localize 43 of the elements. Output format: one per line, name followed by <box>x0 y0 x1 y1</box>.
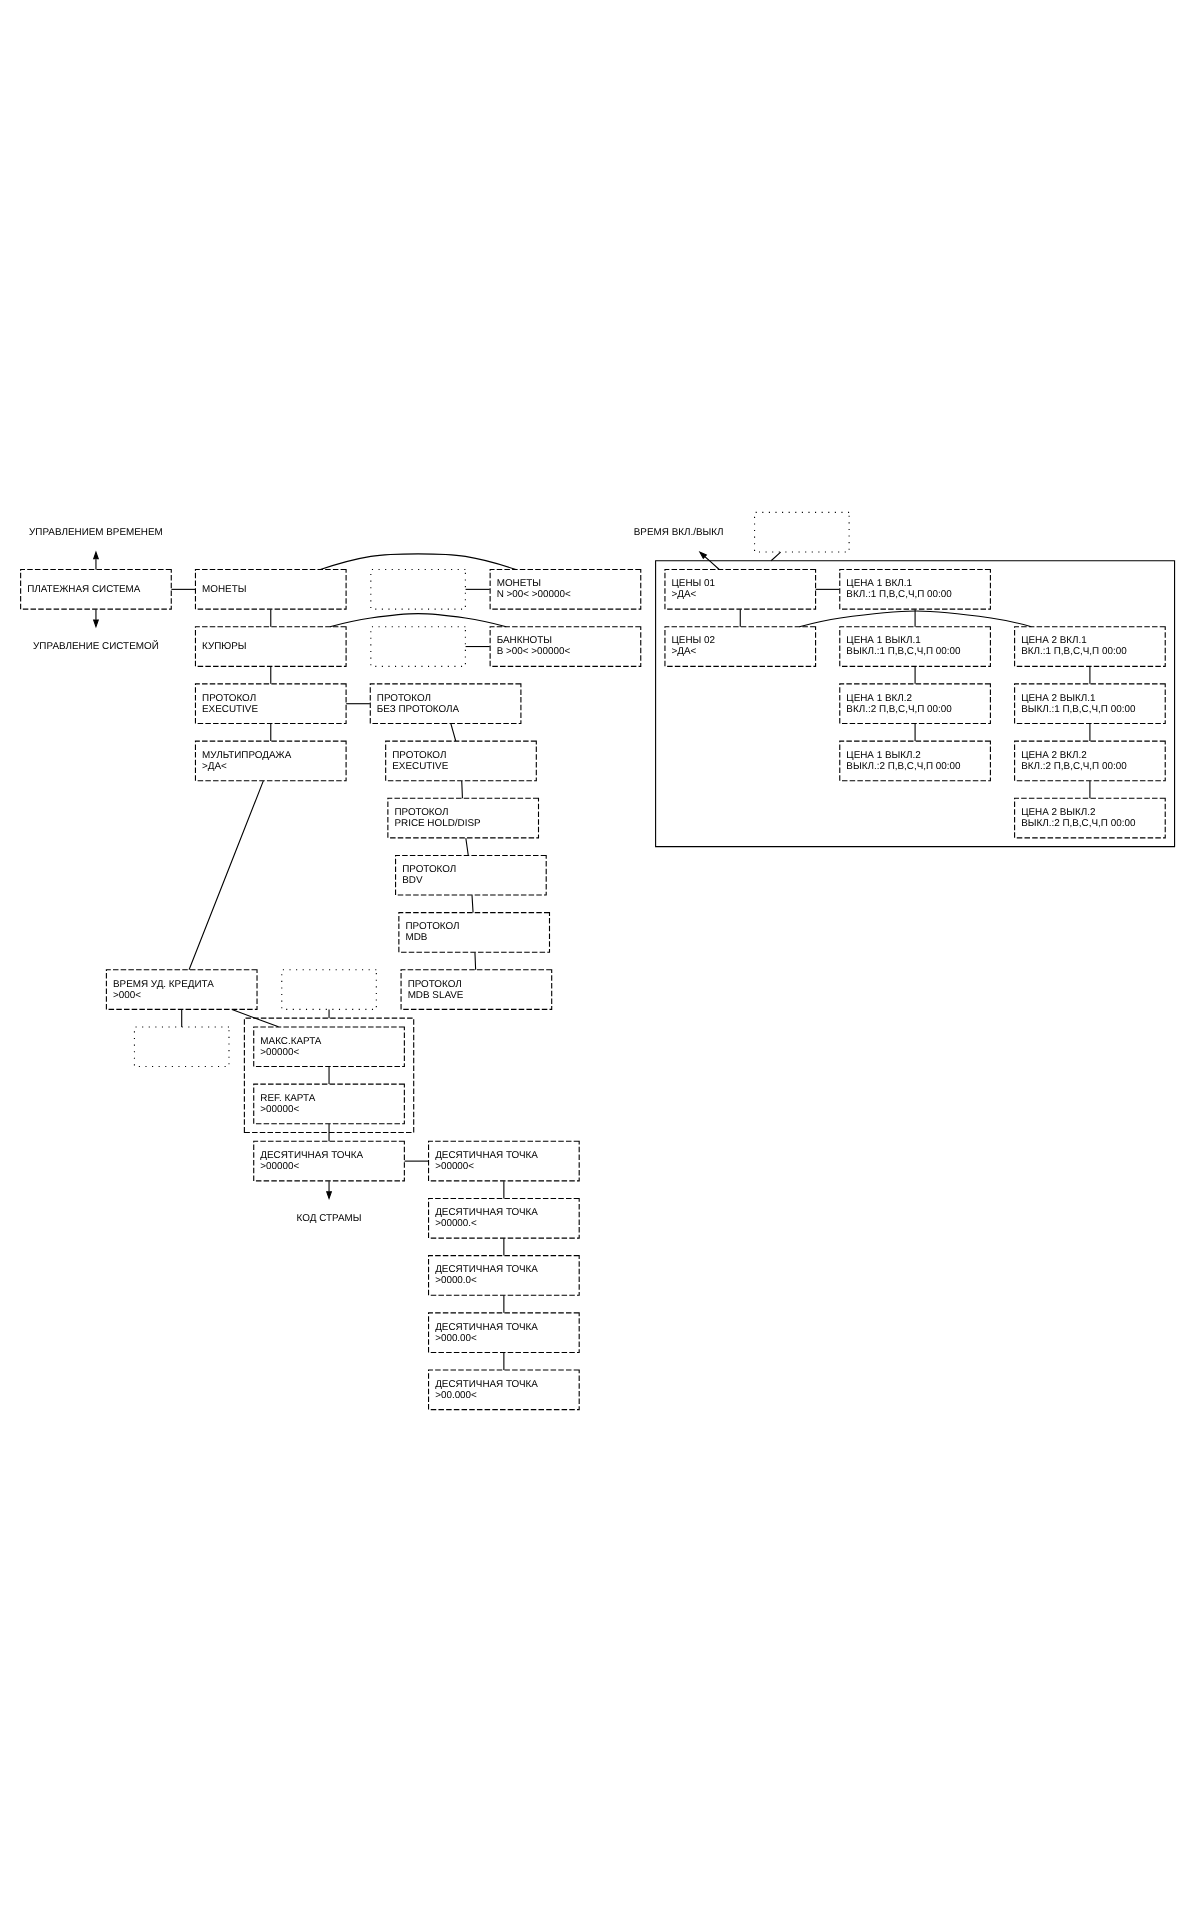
arrow <box>698 550 720 570</box>
node-box <box>281 968 377 1009</box>
connector <box>739 607 741 627</box>
connector <box>270 607 272 627</box>
connector <box>503 1351 505 1370</box>
connector <box>450 722 457 741</box>
connector <box>503 1293 505 1313</box>
connector <box>231 1007 280 1027</box>
node-box <box>133 1025 230 1067</box>
arrow <box>92 607 100 628</box>
connector <box>914 665 916 684</box>
connector <box>1089 779 1091 798</box>
connector <box>329 612 507 627</box>
connector <box>503 1179 505 1198</box>
connector <box>328 1065 330 1084</box>
connector <box>770 550 782 561</box>
connector <box>345 702 371 704</box>
connector <box>170 587 196 589</box>
connector <box>465 645 491 647</box>
connector <box>461 779 463 798</box>
connector <box>328 1122 330 1141</box>
connector <box>188 779 264 970</box>
connector <box>1089 722 1091 741</box>
connector <box>465 587 491 589</box>
connector <box>815 587 840 589</box>
connector <box>798 609 1032 627</box>
connector <box>503 1236 505 1256</box>
connector <box>914 722 916 741</box>
connector <box>914 607 916 627</box>
connector <box>403 1159 429 1161</box>
connector <box>1089 665 1091 684</box>
arrow <box>325 1179 333 1200</box>
cluster <box>243 1016 415 1133</box>
connector <box>465 836 469 855</box>
cluster <box>655 559 1176 847</box>
connector <box>474 950 477 970</box>
arrow <box>92 549 100 570</box>
connector <box>471 893 474 913</box>
connector <box>319 552 517 570</box>
node-box <box>370 625 466 666</box>
connector <box>328 1008 330 1018</box>
node-box <box>754 510 850 552</box>
node-box <box>370 568 466 609</box>
